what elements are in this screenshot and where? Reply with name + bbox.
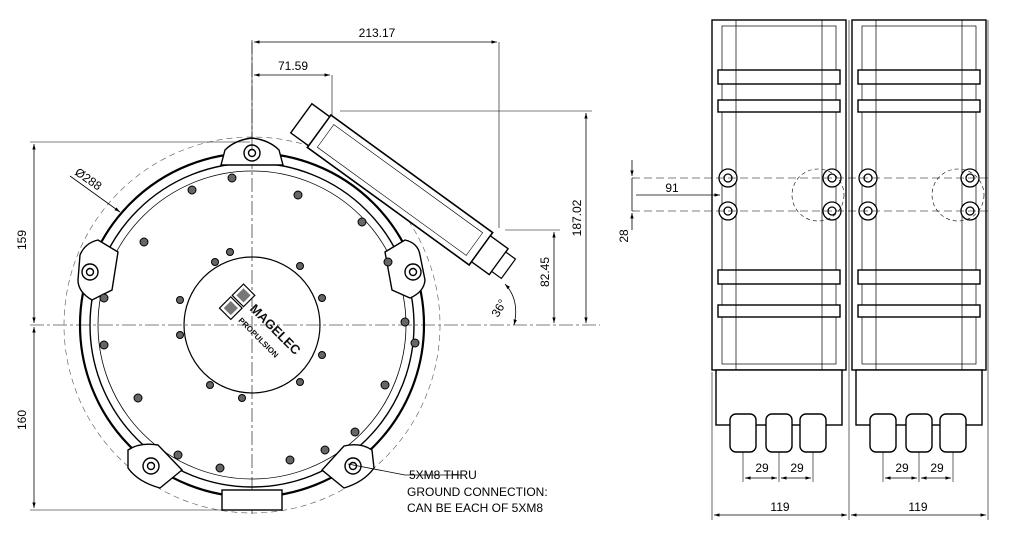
note-line-3: CAN BE EACH OF 5XM8: [407, 501, 543, 515]
hub-bolt-circle: [176, 248, 326, 402]
note-line-2: GROUND CONNECTION:: [407, 485, 548, 499]
dim-lower-height: 160: [15, 410, 29, 430]
dim-connector-angle: 36°: [488, 297, 509, 320]
dim-left-pitch-1: 29: [755, 461, 769, 475]
dim-bolt-spacing: 91: [665, 181, 679, 195]
side-dashed-circles: [791, 168, 985, 222]
side-view: 91 28 29 29 29 29 119 119: [617, 19, 990, 520]
front-view: MAGELEC PROPULSION 213.17 71.59 Ø288 159…: [15, 26, 600, 515]
dim-upper-height: 159: [15, 230, 29, 250]
connector-box: [289, 102, 517, 280]
motor-stack-left: [711, 19, 847, 453]
lug-holes: [81, 144, 422, 475]
hub-circle: [183, 256, 321, 394]
outer-bolt-circle: [99, 173, 420, 473]
dim-connector-height-short: 82.45: [538, 257, 552, 287]
note-line-1: 5XM8 THRU: [409, 468, 477, 482]
dim-overall-width: 213.17: [359, 26, 396, 40]
dim-left-pitch-2: 29: [790, 461, 804, 475]
magelec-logo: MAGELEC PROPULSION: [218, 283, 304, 360]
dim-right-pitch-1: 29: [895, 461, 909, 475]
dim-connector-height: 187.02: [570, 199, 584, 236]
dim-bolt-offset: 28: [617, 229, 631, 243]
dim-right-pitch-2: 29: [930, 461, 944, 475]
motor-stack-right: [851, 19, 987, 453]
dim-connector-offset: 71.59: [278, 59, 308, 73]
dim-left-width: 119: [770, 500, 789, 514]
dim-right-width: 119: [908, 500, 927, 514]
